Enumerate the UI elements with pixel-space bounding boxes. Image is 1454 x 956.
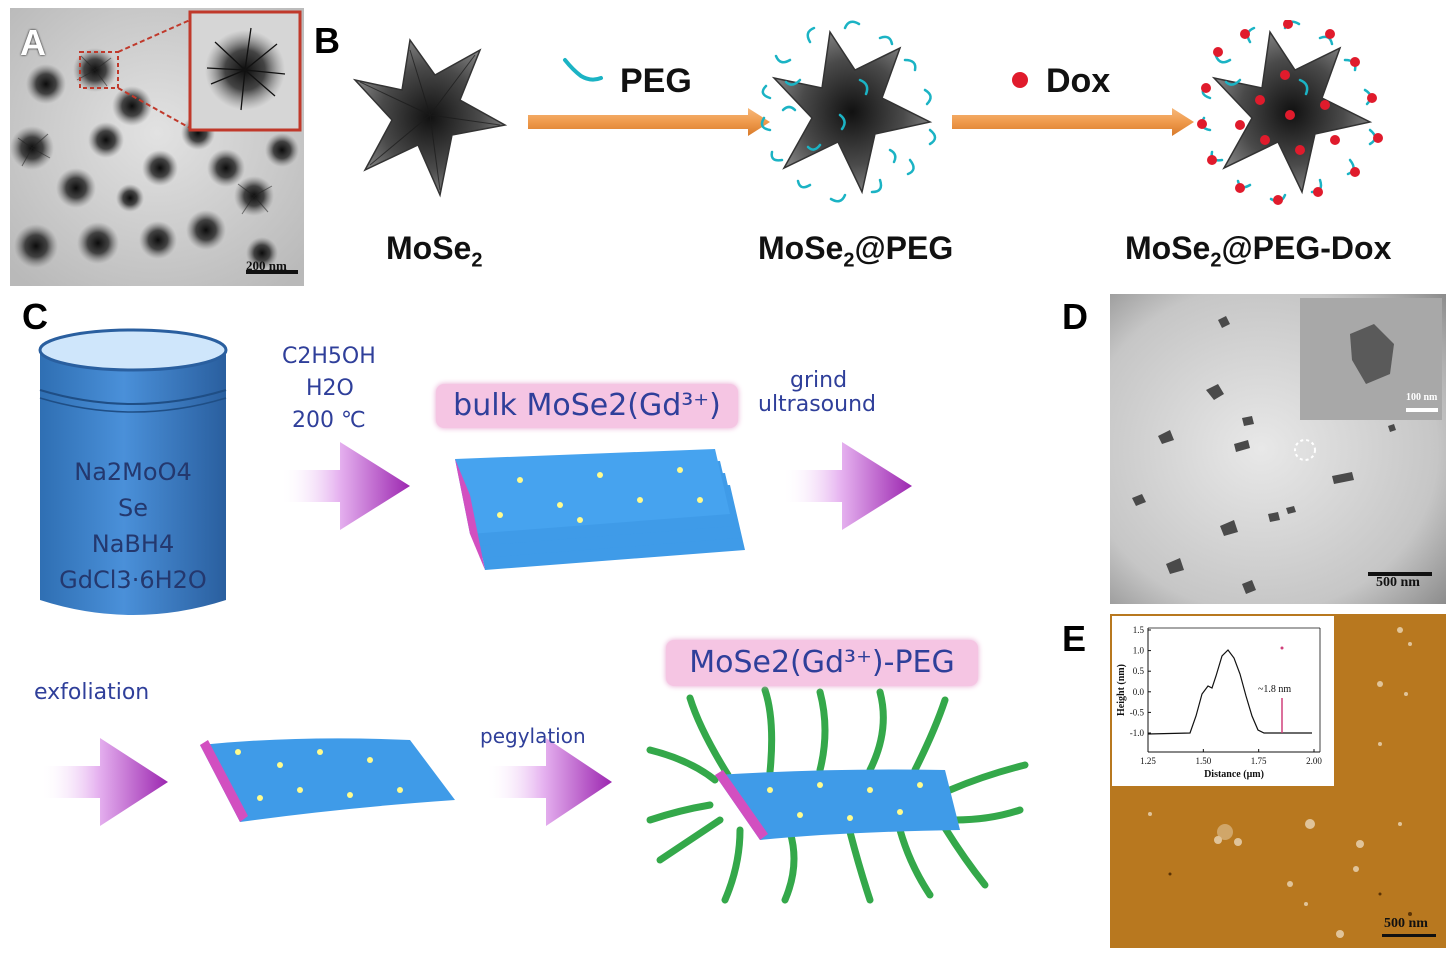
reaction-jar-icon <box>38 328 228 615</box>
tem-flowers-image <box>10 8 304 286</box>
bulk-label-box: bulk MoSe2(Gd³⁺) <box>436 384 738 428</box>
panel-a-tem-image: 200 nm <box>10 8 304 286</box>
y-tick-label: 0.5 <box>1133 666 1145 676</box>
pegylated-sheet-icon <box>646 686 1029 904</box>
y-tick-label: 1.5 <box>1133 625 1145 635</box>
panel-c-label: C <box>22 296 48 337</box>
panel-b-label: B <box>314 20 340 61</box>
x-tick-label: 1.75 <box>1251 756 1267 766</box>
mose2-peg-label: MoSe2@PEG <box>758 230 954 272</box>
jar-reagent-4: GdCl3·6H2O <box>59 566 207 594</box>
x-axis-label: Distance (μm) <box>1204 769 1264 780</box>
final-label-box: MoSe2(Gd³⁺)-PEG <box>666 640 978 686</box>
condition-solvent: C2H5OH <box>282 344 376 369</box>
condition-water: H2O <box>306 376 354 401</box>
panel-e-scale-bar-label: 500 nm <box>1384 916 1428 931</box>
dox-arrow <box>952 72 1194 136</box>
y-tick-label: 1.0 <box>1133 646 1145 656</box>
step-ultrasound: ultrasound <box>758 392 876 417</box>
jar-reagent-3: NaBH4 <box>91 530 175 558</box>
panel-d-scale-bar-label: 500 nm <box>1376 575 1420 590</box>
step-exfoliation: exfoliation <box>34 680 150 705</box>
x-tick-label: 2.00 <box>1306 756 1322 766</box>
exfoliation-arrow <box>40 738 168 826</box>
jar-reagent-2: Se <box>118 494 148 522</box>
step-grind: grind <box>790 368 848 393</box>
dox-dot-icon <box>1012 72 1028 88</box>
panel-d-label: D <box>1062 296 1088 337</box>
panel-d-tem-image: 100 nm 500 nm <box>1110 294 1446 604</box>
y-axis-label: Height (nm) <box>1116 664 1127 716</box>
x-tick-label: 1.25 <box>1140 756 1156 766</box>
panel-a-label: A <box>20 22 46 63</box>
y-tick-label: -1.0 <box>1130 728 1145 738</box>
x-tick-label: 1.50 <box>1195 756 1211 766</box>
peg-arrow <box>528 58 770 136</box>
pegylation-arrow <box>486 738 612 826</box>
mose2-peg-icon <box>760 20 937 203</box>
mose2-flower-icon <box>352 38 508 198</box>
single-sheet-icon <box>200 738 455 822</box>
height-profile-axes <box>1147 627 1321 753</box>
panel-c-scheme <box>38 328 1029 904</box>
y-tick-label: -0.5 <box>1130 707 1145 717</box>
condition-temperature: 200 ℃ <box>292 408 366 433</box>
height-profile-inset: 1.5 1.0 0.5 0.0 -0.5 -1.0 1.25 1.50 1.75 2.00 ~1… <box>1112 616 1334 786</box>
mose2-label: MoSe2 <box>386 230 483 272</box>
dox-arrow-label: Dox <box>1046 62 1111 100</box>
height-profile-line <box>1147 649 1312 735</box>
mose2-peg-dox-label: MoSe2@PEG-Dox <box>1125 230 1392 272</box>
bulk-sheets-icon <box>455 449 745 570</box>
peg-arrow-label: PEG <box>620 62 692 100</box>
synthesis-arrow <box>280 442 410 530</box>
panel-e-label: E <box>1062 618 1087 659</box>
mose2-peg-dox-icon <box>1197 20 1383 205</box>
jar-reagent-1: Na2MoO4 <box>74 458 192 486</box>
grind-arrow <box>782 442 912 530</box>
panel-b-scheme <box>352 20 1383 205</box>
peg-chain-icon <box>563 58 603 82</box>
y-tick-label: 0.0 <box>1133 687 1145 697</box>
step-pegylation: pegylation <box>480 724 586 748</box>
panel-a-scale-bar-label: 200 nm <box>246 258 287 273</box>
panel-d-inset-scale-label: 100 nm <box>1406 392 1438 403</box>
height-annotation: ~1.8 nm <box>1258 684 1291 695</box>
